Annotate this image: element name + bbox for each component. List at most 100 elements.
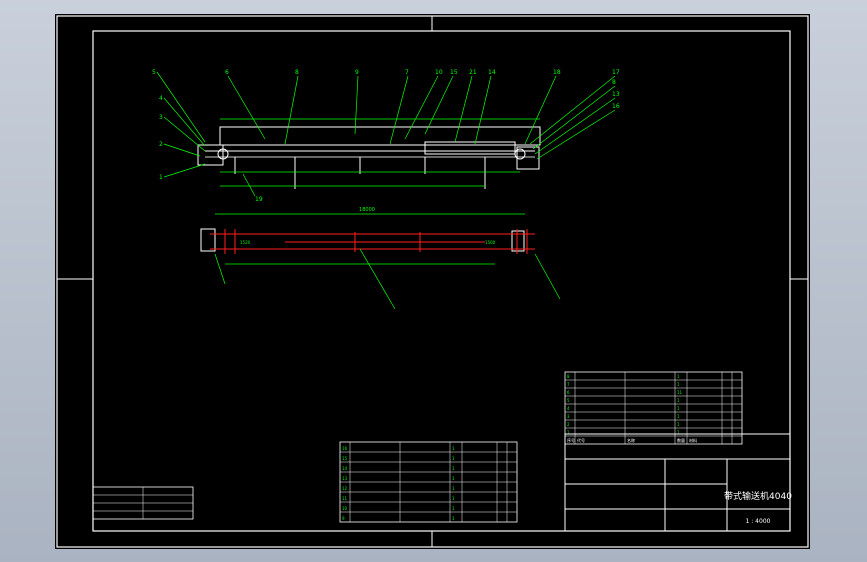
table-cell: 1 bbox=[677, 414, 680, 419]
side-view bbox=[197, 126, 541, 189]
table-cell: 材料 bbox=[689, 437, 697, 443]
frame-segment bbox=[424, 141, 516, 155]
callout-leader-line bbox=[163, 143, 201, 157]
table-cell: 8 bbox=[567, 374, 570, 379]
callout-label: 10 bbox=[435, 69, 443, 76]
table-cell: 11 bbox=[342, 496, 348, 501]
table-cell: 14 bbox=[342, 466, 348, 471]
table-cell: 1 bbox=[452, 446, 455, 451]
title-block-frame bbox=[564, 433, 791, 532]
table-cell: 10 bbox=[342, 506, 348, 511]
table-cell: 6 bbox=[567, 390, 570, 395]
callout-label: 8 bbox=[295, 69, 299, 76]
outer-sheet-border bbox=[56, 15, 809, 548]
callout-label: 3 bbox=[159, 114, 163, 121]
plan-view-dimensions bbox=[214, 213, 561, 310]
table-cell: 2 bbox=[567, 422, 570, 427]
tail-pulley-block bbox=[516, 146, 540, 170]
inner-drawing-frame bbox=[92, 30, 791, 532]
callout-leader-line bbox=[474, 75, 492, 145]
callout-leader-line bbox=[424, 75, 454, 135]
small-table-left bbox=[92, 486, 194, 520]
table-cell: 13 bbox=[342, 476, 348, 481]
callout-label: 21 bbox=[469, 69, 477, 76]
table-cell: 12 bbox=[342, 486, 348, 491]
table-cell: 1 bbox=[452, 516, 455, 521]
callout-leader-line bbox=[163, 97, 206, 147]
callout-label: 16 bbox=[612, 103, 620, 110]
table-cell: 1 bbox=[452, 486, 455, 491]
callout-leader-line bbox=[284, 75, 299, 145]
callout-leader-line bbox=[529, 75, 616, 145]
plan-leader-2 bbox=[534, 253, 561, 300]
table-cell: 1 bbox=[677, 422, 680, 427]
table-cell: 1 bbox=[677, 406, 680, 411]
table-cell: 1 bbox=[677, 374, 680, 379]
table-cell: 7 bbox=[567, 382, 570, 387]
callout-leader-line bbox=[524, 75, 557, 145]
table-cell: 1 bbox=[677, 430, 680, 435]
callout-leader-line bbox=[163, 116, 206, 152]
title-block: 带式输送机4040 1 : 4000 bbox=[564, 433, 792, 532]
table-cell: 4 bbox=[567, 406, 570, 411]
callout-leader-line bbox=[354, 75, 359, 135]
callout-label: 13 bbox=[612, 91, 620, 98]
plan-leader-1 bbox=[359, 248, 396, 310]
callout-label: 6 bbox=[225, 69, 229, 76]
table-cell: 1 bbox=[452, 456, 455, 461]
callout-leader-line bbox=[156, 71, 206, 143]
table-cell: 序号 bbox=[567, 437, 575, 443]
table-cell: 3 bbox=[567, 414, 570, 419]
callout-leader-line bbox=[242, 173, 256, 197]
callout-label: 18 bbox=[553, 69, 561, 76]
table-cell: 1 bbox=[677, 398, 680, 403]
callout-leader-line bbox=[534, 97, 616, 155]
drive-pulley bbox=[217, 148, 229, 160]
callout-leader-line bbox=[163, 163, 206, 178]
table-cell: 1 bbox=[452, 476, 455, 481]
table-cell: 1 bbox=[452, 466, 455, 471]
callout-leaders bbox=[156, 71, 616, 197]
callout-label: 9 bbox=[355, 69, 359, 76]
table-cell: 名称 bbox=[627, 437, 635, 443]
callout-label: 19 bbox=[255, 196, 263, 203]
table-cell: 16 bbox=[342, 446, 348, 451]
callout-leader-line bbox=[404, 75, 439, 140]
drawing-title: 带式输送机4040 bbox=[724, 490, 792, 502]
callout-label: 7 bbox=[405, 69, 409, 76]
callout-label: 5 bbox=[152, 69, 156, 76]
callout-label: 14 bbox=[488, 69, 496, 76]
callout-leader-line bbox=[454, 75, 473, 143]
table-cell: 1 bbox=[567, 430, 570, 435]
table-cell: 数量 bbox=[677, 437, 685, 443]
table-cell: 1 bbox=[452, 506, 455, 511]
table-cell: 11 bbox=[677, 390, 683, 395]
head-end-block bbox=[200, 228, 216, 252]
side-view-dimensions bbox=[220, 118, 540, 187]
callout-leader-line bbox=[389, 75, 409, 145]
tail-end-block bbox=[511, 230, 525, 252]
drawing-scale: 1 : 4000 bbox=[746, 518, 771, 525]
table-cell: 5 bbox=[567, 398, 570, 403]
callout-label: 4 bbox=[159, 95, 163, 102]
table-cell: 代号 bbox=[577, 437, 585, 443]
callout-label: 15 bbox=[450, 69, 458, 76]
callout-label: 1 bbox=[159, 174, 163, 181]
plan-dim-a: 1520 bbox=[240, 240, 251, 245]
callout-label: 2 bbox=[159, 141, 163, 148]
callout-leader-line bbox=[536, 109, 616, 160]
table-cell: 1 bbox=[452, 496, 455, 501]
table-frame bbox=[564, 371, 743, 445]
plan-dim-b: 1500 bbox=[485, 240, 496, 245]
callout-label: 17 bbox=[612, 69, 620, 76]
callout-label: 8 bbox=[612, 79, 616, 86]
table-cell: 1 bbox=[677, 382, 680, 387]
table-cell: 15 bbox=[342, 456, 348, 461]
callout-leader-line bbox=[227, 75, 266, 140]
plan-leader-3 bbox=[214, 253, 226, 285]
